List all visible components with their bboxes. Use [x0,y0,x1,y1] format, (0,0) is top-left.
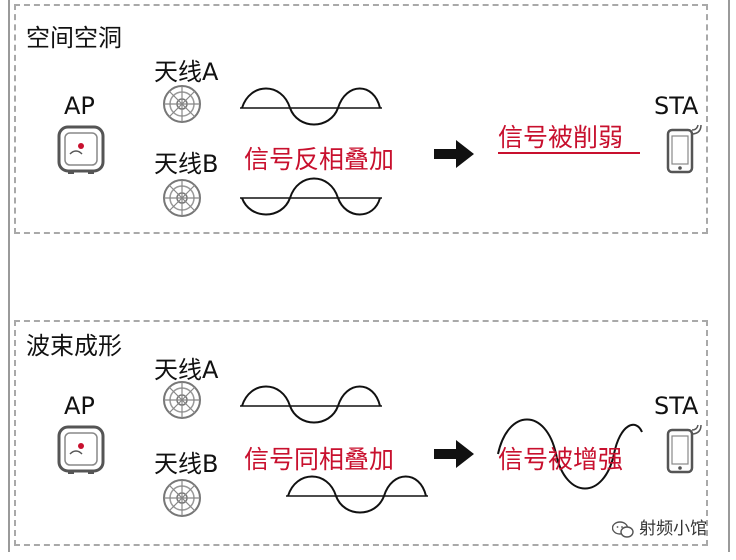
panel-title-bottom: 波束成形 [26,332,122,360]
antenna-b-label-top: 天线B [154,150,219,178]
antenna-b-label-bottom: 天线B [154,450,219,478]
ap-label-bottom: AP [64,392,95,420]
wave-a-top [240,87,382,126]
ap-label-top: AP [64,92,95,120]
phone-icon-top [666,124,702,174]
flat-signal-line [498,152,640,154]
arrow-right-icon-bottom [434,440,474,468]
watermark-text: 射频小馆 [639,519,708,539]
phone-icon-bottom [666,424,702,474]
watermark: 射频小馆 [611,514,708,539]
result-label-top: 信号被削弱 [498,123,624,152]
antenna-a-icon-top [163,85,201,123]
wave-b-bottom [286,475,428,514]
sta-label-top: STA [654,92,699,120]
sta-label-bottom: STA [654,392,699,420]
amplified-wave [497,418,643,490]
panel-title-top: 空间空洞 [26,24,122,52]
wave-a-bottom [240,385,382,424]
antenna-a-label-bottom: 天线A [154,356,219,384]
result-label-bottom: 信号被增强 [498,445,624,474]
ap-device-icon-bottom [57,425,105,474]
antenna-b-icon-top [163,179,201,217]
wave-b-top [240,177,382,216]
panel-beamforming [14,320,708,546]
antenna-a-label-top: 天线A [154,58,219,86]
antenna-b-icon-bottom [163,479,201,517]
antenna-a-icon-bottom [163,381,201,419]
ap-device-icon [57,125,105,174]
arrow-right-icon-top [434,140,474,168]
panel-spatial-hole [14,4,708,234]
outer-frame [8,0,730,552]
combine-label-bottom: 信号同相叠加 [244,445,395,474]
combine-label-top: 信号反相叠加 [244,145,395,174]
wechat-icon [611,520,634,538]
